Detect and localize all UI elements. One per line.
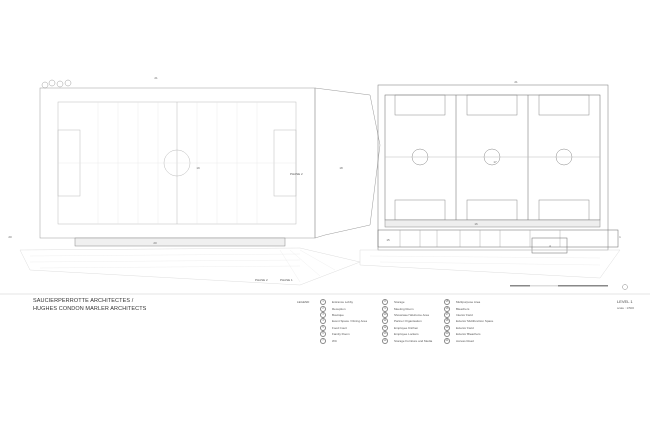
legend-number: 5 (320, 324, 326, 331)
north-arrow-icon (622, 284, 628, 290)
level-title: LEVEL 1 (617, 299, 633, 304)
legend-number: 2 (320, 305, 326, 312)
tag-19: 19 (196, 166, 200, 170)
firm-line-2: HUGHES CONDON MARLER ARCHITECTS (33, 306, 147, 312)
tag-20: 20 (8, 235, 12, 239)
tag-21: 21 (154, 76, 158, 80)
legend-item: 12 Employee Kitchen (382, 324, 444, 331)
tag-1: 1 (619, 235, 621, 239)
exterior-multifunction-space (314, 87, 381, 239)
architect-credits: SAUCIERPERROTTE ARCHITECTES / HUGHES CON… (33, 297, 146, 313)
legend-item: 1 Entrance Lobby (320, 299, 382, 306)
legend-item: 4 Event Space / Dining Area (320, 318, 382, 325)
legend-item: 3 Boutique (320, 311, 382, 318)
legend-number: 4 (320, 318, 326, 325)
interior-field (384, 94, 601, 221)
legend-number: 12 (382, 324, 388, 331)
legend-label: Showcase/ Welcome Area (394, 312, 429, 317)
legend-number: 3 (320, 311, 326, 318)
legend-label: Reception (332, 306, 346, 311)
legend-label: Exterior Multifunction Space (456, 319, 494, 324)
legend-number: 21 (444, 337, 450, 344)
legend-label: Partner Organisation (394, 319, 422, 324)
legend-label: Employee Kitchen (394, 325, 419, 330)
legend-item: 21 Access Road (444, 337, 514, 344)
legend-item: 17 Interior Field (444, 311, 514, 318)
legend-label: Storage (394, 300, 405, 305)
bleachers (384, 219, 601, 228)
legend-number: 7 (320, 337, 326, 344)
phase-2-label: PHASE 2 (255, 278, 268, 282)
legend-item: 20 Exterior Bleachers (444, 331, 514, 338)
tag-18: 18 (339, 166, 343, 170)
tag-16: 16 (474, 222, 478, 226)
legend-number: 19 (444, 324, 450, 331)
phase-2-label: PHASE 2 (290, 172, 303, 176)
legend-label: Exterior Field (456, 325, 474, 330)
legend-label: Storage Furniture and Media (394, 338, 433, 343)
tag-17: 17 (493, 160, 497, 164)
legend-label: Entrance Lobby (332, 300, 354, 305)
scale-text: scale : 1/500 (617, 306, 635, 310)
legend: 1 Entrance Lobby 2 Reception 3 Boutique 4 Event… (320, 299, 514, 344)
legend-title: LEGEND (297, 300, 310, 304)
legend-label: Meeting Room (394, 306, 414, 311)
legend-item: 11 Partner Organisation (382, 318, 444, 325)
legend-number: 15 (444, 299, 450, 306)
legend-label: WC (332, 338, 337, 343)
scale-bar (510, 285, 608, 287)
legend-number: 14 (382, 337, 388, 344)
legend-label: Exterior Bleachers (456, 332, 481, 337)
tag-15: 15 (386, 238, 390, 242)
legend-number: 10 (382, 311, 388, 318)
legend-number: 9 (382, 305, 388, 312)
legend-item: 2 Reception (320, 305, 382, 312)
firm-line-1: SAUCIERPERROTTE ARCHITECTES / (33, 298, 134, 304)
legend-item: 16 Bleachers (444, 305, 514, 312)
legend-item: 19 Exterior Field (444, 324, 514, 331)
tree-icons (41, 79, 72, 89)
ground-floor-rooms (377, 229, 619, 248)
legend-number: 11 (382, 318, 388, 325)
legend-number: 6 (320, 331, 326, 338)
legend-item: 9 Meeting Room (382, 305, 444, 312)
legend-item: 5 Food Court (320, 324, 382, 331)
legend-item: 10 Showcase/ Welcome Area (382, 311, 444, 318)
exterior-bleachers (74, 237, 286, 247)
legend-number: 18 (444, 318, 450, 325)
legend-label: Boutique (332, 312, 344, 317)
legend-number: 1 (320, 299, 326, 306)
legend-label: Bleachers (456, 306, 470, 311)
phase-1-label: PHASE 1 (280, 278, 293, 282)
legend-label: Multipurpose Area (456, 300, 481, 305)
legend-item: 8 Storage (382, 299, 444, 306)
tag-21: 21 (514, 80, 518, 84)
legend-number: 8 (382, 299, 388, 306)
legend-label: Interior Field (456, 312, 473, 317)
legend-item: 6 Family Room (320, 331, 382, 338)
legend-label: Family Room (332, 332, 350, 337)
legend-item: 14 Storage Furniture and Media (382, 337, 444, 344)
legend-number: 13 (382, 331, 388, 338)
legend-item: 18 Exterior Multifunction Space (444, 318, 514, 325)
legend-label: Access Road (456, 338, 474, 343)
tag-20: 20 (153, 241, 157, 245)
legend-label: Food Court (332, 325, 348, 330)
legend-number: 20 (444, 331, 450, 338)
legend-item: 13 Employee Lockers (382, 331, 444, 338)
level-info: LEVEL 1 scale : 1/500 (617, 299, 634, 311)
legend-number: 17 (444, 311, 450, 318)
legend-item: 15 Multipurpose Area (444, 299, 514, 306)
legend-label: Employee Lockers (394, 332, 419, 337)
legend-number: 16 (444, 305, 450, 312)
legend-item: 7 WC (320, 337, 382, 344)
legend-label: Event Space / Dining Area (332, 319, 368, 324)
tag-4: 4 (549, 244, 551, 248)
